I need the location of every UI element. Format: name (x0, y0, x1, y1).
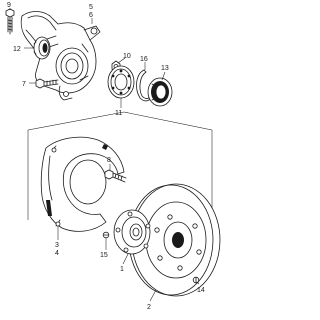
wheel-hub-1 (113, 209, 151, 255)
callout-14: 14 (197, 287, 205, 294)
brake-disc-2 (128, 183, 221, 297)
dust-seal-12 (33, 36, 51, 60)
wheel-bearing-11 (107, 65, 135, 99)
callout-2: 2 (147, 304, 151, 311)
callout-7: 7 (22, 81, 26, 88)
callout-labels: 9 5 6 12 10 7 16 13 11 8 3 4 15 1 14 2 (7, 2, 205, 311)
callout-12: 12 (13, 46, 21, 53)
bolt-8 (104, 169, 127, 183)
callout-5: 5 (89, 4, 93, 11)
exploded-parts-diagram: 9 5 6 12 10 7 16 13 11 8 3 4 15 1 14 2 (5, 2, 221, 311)
bolt-9 (5, 8, 15, 35)
bolt-7 (35, 78, 59, 89)
callout-3: 3 (55, 242, 59, 249)
callout-11: 11 (115, 110, 122, 117)
callout-16: 16 (140, 56, 148, 63)
screw-15 (102, 231, 110, 239)
exploded-view-guide-lines (27, 111, 213, 220)
callout-8: 8 (107, 157, 111, 164)
splash-guard (40, 136, 125, 232)
callout-13: 13 (161, 65, 169, 72)
callout-15: 15 (100, 252, 108, 259)
callout-10: 10 (123, 53, 131, 60)
callout-leaders (9, 8, 200, 302)
screw-14 (192, 276, 200, 284)
oil-seal-13 (147, 77, 173, 107)
callout-9: 9 (7, 2, 11, 9)
steering-knuckle (20, 11, 101, 101)
callout-6: 6 (89, 12, 93, 19)
callout-1: 1 (120, 266, 124, 273)
callout-4: 4 (55, 250, 59, 257)
